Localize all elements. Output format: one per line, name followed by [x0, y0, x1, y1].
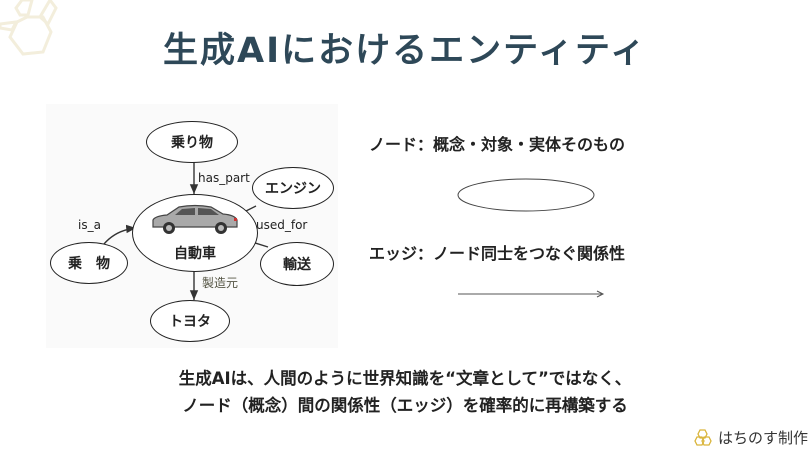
node-label: 乗 物	[68, 256, 110, 272]
entity-graph-diagram: 乗り物 エンジン 自動車 乗 物 輸送 トヨタ has_part is_a us…	[46, 104, 338, 348]
summary-line-2: ノード（概念）間の関係性（エッジ）を確率的に再構築する	[182, 396, 628, 415]
node-transport: 輸送	[260, 242, 334, 286]
node-car: 自動車	[132, 194, 258, 272]
node-label: 輸送	[283, 257, 311, 273]
node-vehicle-left: 乗 物	[50, 242, 128, 284]
brand-logo: はちのす制作	[694, 427, 808, 448]
edge-label-is-a: is_a	[78, 218, 101, 232]
page-title: 生成AIにおけるエンティティ	[163, 31, 647, 71]
node-vehicle-top: 乗り物	[146, 121, 238, 163]
edge-label-used-for: used_for	[256, 218, 308, 232]
node-label: トヨタ	[169, 314, 211, 330]
node-engine: エンジン	[252, 167, 334, 209]
honeycomb-logo-icon	[694, 428, 712, 446]
summary-line-1: 生成AIは、人間のように世界知識を“文章として”ではなく、	[178, 369, 632, 388]
edge-label-maker: 製造元	[202, 276, 239, 290]
honeycomb-decoration-icon	[0, 0, 58, 56]
brand-name: はちのす制作	[718, 429, 809, 447]
edge-definition: エッジ：ノード同士をつなぐ関係性	[369, 244, 626, 263]
node-label: 自動車	[174, 246, 216, 262]
node-toyota: トヨタ	[150, 300, 230, 342]
edge-arrow-sample	[458, 290, 605, 298]
car-icon	[152, 204, 238, 234]
edge-label-has-part: has_part	[198, 171, 250, 185]
node-label: エンジン	[265, 181, 321, 197]
node-definition: ノード：概念・対象・実体そのもの	[369, 135, 626, 154]
node-label: 乗り物	[171, 135, 213, 151]
node-ellipse-sample	[457, 178, 595, 212]
